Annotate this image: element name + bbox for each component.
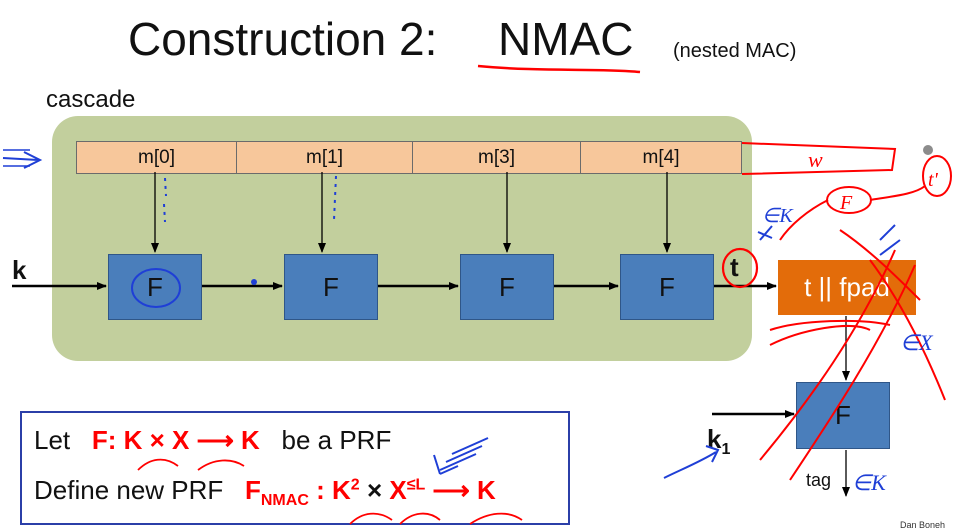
def-f-sub: NMAC bbox=[260, 492, 309, 510]
title-subtitle: (nested MAC) bbox=[673, 40, 797, 62]
annotation-in-k-bottom: ∈K bbox=[852, 470, 887, 495]
prf-block-1: F bbox=[108, 254, 202, 320]
prf-block-3: F bbox=[460, 254, 554, 320]
def-x-domain: X≤L ⟶ K bbox=[389, 475, 495, 505]
cursor-icon bbox=[923, 145, 933, 155]
title-nmac: NMAC bbox=[498, 13, 634, 65]
nmac-underline bbox=[477, 64, 641, 74]
pad-block: t || fpad bbox=[778, 260, 916, 315]
def-fnmac: FNMAC : K2 bbox=[244, 475, 360, 509]
def-result: K bbox=[477, 475, 496, 505]
definition-line-1: Let F: K × X ⟶ K be a PRF bbox=[34, 425, 391, 456]
tag-label: tag bbox=[806, 470, 832, 490]
def-times: × bbox=[366, 475, 383, 505]
title-prefix: Construction 2: bbox=[128, 13, 438, 65]
def-k: K bbox=[332, 475, 351, 505]
message-blocks: m[0] m[1] m[3] m[4] bbox=[76, 141, 742, 174]
annotation-t-circle bbox=[721, 247, 759, 289]
annotation-f: F bbox=[839, 192, 853, 214]
cascade-output-label: t bbox=[730, 252, 739, 282]
def-colon: : bbox=[316, 475, 325, 505]
blue-arrow-k1 bbox=[663, 445, 720, 479]
def-x-sup: ≤L bbox=[406, 476, 426, 494]
footer-author: Dan Boneh bbox=[899, 520, 945, 530]
def-f: F bbox=[244, 475, 261, 505]
definition-line-2: Define new PRF FNMAC : K2 × X≤L ⟶ K bbox=[34, 475, 496, 510]
annotation-w: w bbox=[808, 147, 823, 172]
annotation-cross-a bbox=[759, 249, 896, 461]
blue-dots-m1 bbox=[333, 175, 337, 221]
blue-dot-chain bbox=[251, 279, 257, 285]
def-be-prf: be a PRF bbox=[281, 425, 392, 455]
def-define: Define new PRF bbox=[34, 475, 224, 505]
def-x: X bbox=[389, 475, 407, 505]
w-bracket bbox=[741, 142, 897, 175]
message-block-1: m[1] bbox=[237, 142, 413, 173]
annotation-cross-c bbox=[869, 259, 946, 401]
cascade-label: cascade bbox=[46, 86, 136, 113]
prf-block-4: F bbox=[620, 254, 714, 320]
annotation-in-x: ∈X bbox=[900, 330, 934, 355]
prf-block-2: F bbox=[284, 254, 378, 320]
definition-box: Let F: K × X ⟶ K be a PRF Define new PRF… bbox=[20, 411, 570, 525]
key-label: k bbox=[12, 255, 27, 285]
message-block-3: m[3] bbox=[413, 142, 581, 173]
message-block-0: m[0] bbox=[77, 142, 237, 173]
def-let: Let bbox=[34, 425, 71, 455]
annotation-tprime: t' bbox=[928, 169, 939, 191]
slide-title: Construction 2: NMAC (nested MAC) bbox=[0, 6, 953, 66]
def-arrow: ⟶ bbox=[432, 475, 470, 505]
message-block-4: m[4] bbox=[642, 146, 680, 168]
blue-dots-m0 bbox=[163, 177, 167, 223]
annotation-f1-circle bbox=[131, 268, 181, 308]
annotation-cross-b bbox=[789, 264, 916, 481]
outer-key-subscript: 1 bbox=[721, 441, 731, 459]
annotation-in-k-top: ∈K bbox=[762, 205, 794, 227]
blue-hatch-def bbox=[439, 437, 489, 471]
def-k-sup: 2 bbox=[350, 476, 360, 494]
annotation-tprime-circle bbox=[922, 155, 952, 197]
def-prf-signature: F: K × X ⟶ K bbox=[91, 425, 260, 455]
